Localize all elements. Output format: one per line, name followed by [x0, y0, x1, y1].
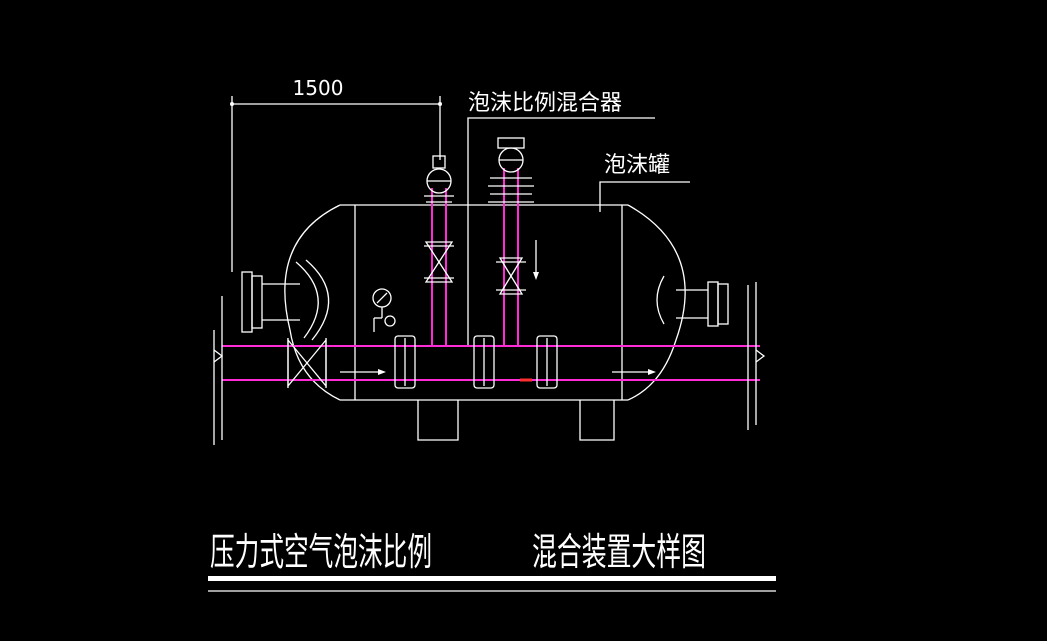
pressure-gauge: [372, 288, 396, 332]
title-part1: 压力式空气泡沫比例: [210, 530, 432, 574]
label-leaders: [467, 117, 690, 345]
dimension-1500: 1500: [230, 76, 442, 272]
mixer-label: 泡沫比例混合器: [468, 91, 622, 116]
dimension-value: 1500: [293, 76, 344, 100]
title-part2: 混合装置大样图: [532, 530, 706, 574]
tank-label: 泡沫罐: [604, 153, 670, 178]
wall-lines: [213, 282, 766, 445]
main-pipe: [222, 345, 760, 382]
left-riser: [424, 155, 454, 347]
left-flange-nozzle: [241, 271, 300, 333]
gate-valve: [287, 338, 327, 388]
title-underline: [208, 576, 776, 592]
right-flange-nozzle: [676, 281, 729, 327]
flow-arrows: [340, 240, 656, 375]
foam-tank: [284, 204, 686, 441]
pipe-flanges: [394, 335, 558, 389]
right-riser: [488, 137, 534, 347]
